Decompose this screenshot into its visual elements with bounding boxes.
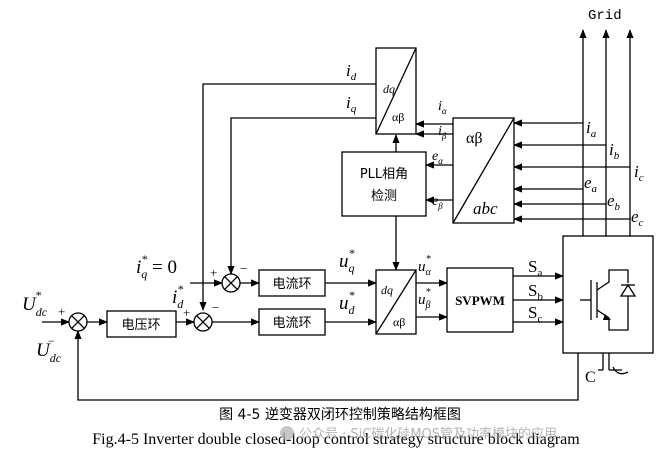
grid-lines [579,29,634,236]
svpwm-label: SVPWM [455,293,505,308]
clarke-label-ab: αβ [466,130,483,147]
caption-chinese: 图 4-5 逆变器双闭环控制策略结构框图 [219,406,461,423]
measurement-lines [513,119,630,223]
capacitor-icon [598,353,622,371]
capacitor-curve [612,366,629,375]
sign-q-plus: + [210,265,217,280]
label-ib: ib [609,140,620,162]
park-bottom-diagonal [375,269,417,335]
label-ealpha: eα [432,149,443,166]
pll-label-line1: PLL相角 [360,167,408,182]
inverter-block [562,235,654,354]
label-id-ref: id* [172,282,184,311]
grid-label: Grid [588,8,622,24]
voltage-loop-label: 电压环 [121,318,160,333]
label-sb: Sb [528,281,543,303]
sum-d-cross-b [196,315,210,329]
label-ibeta: iβ [438,124,447,141]
label-id: id [346,61,357,83]
label-iq: iq [346,93,357,115]
label-sc: Sc [528,303,542,325]
caption-english: Fig.4-5 Inverter double closed-loop cont… [92,431,580,448]
current-loop-q-block [258,269,326,297]
park-top-label-dq: dq [383,82,395,96]
label-ebeta: eβ [432,194,443,211]
park-top-label-ab: αβ [392,110,404,124]
watermark: 公众号 · SiC碳化硅MOS管及功率模块的应用 [280,426,557,442]
label-sa: Sa [528,257,542,279]
sign-q-minus: − [240,261,247,276]
sign-d-plus: + [183,305,190,320]
label-udc-ref: Udc* [22,288,48,319]
clarke-label-abc: abc [473,199,498,218]
current-loop-q-label: 电流环 [272,277,311,292]
park-top-diagonal [375,47,417,135]
label-ud-ref: ud* [339,288,356,317]
label-uq-ref: uq* [339,246,355,275]
park-bottom-label-dq: dq [381,283,393,297]
label-ualpha-ref: uα* [418,254,432,278]
pll-phase-detection-block [341,151,427,217]
watermark-text: 公众号 · SiC碳化硅MOS管及功率模块的应用 [299,426,557,442]
label-ec: ec [631,207,644,229]
label-iq-ref: iq* = 0 [136,252,177,281]
sign-udc-plus: + [58,304,65,319]
wire-iq-feedback [227,117,376,275]
label-ia: ia [586,118,597,140]
label-ubeta-ref: uβ* [418,287,431,311]
igbt-icon [580,269,637,331]
sum-udc-cross-b [71,315,85,329]
wire-id-feedback [199,83,376,311]
current-loop-d-block [258,308,326,336]
label-ic: ic [634,162,644,184]
wire-udc-feedback [74,330,579,401]
label-udc-meas: Udc− [36,334,62,365]
pll-label-line2: 检测 [371,189,397,204]
voltage-loop-block [106,310,177,338]
label-ea: ea [584,173,598,195]
wechat-icon [280,426,294,440]
label-eb: eb [607,191,621,213]
sum-q-cross-b [224,276,238,290]
clarke-block-diagonal [452,117,515,224]
label-ialpha: iα [438,99,447,116]
park-bottom-label-ab: αβ [393,315,405,329]
svpwm-block [446,267,514,333]
label-capacitor: C [585,369,596,386]
sign-d-minus: − [212,300,219,315]
current-loop-d-label: 电流环 [272,316,311,331]
